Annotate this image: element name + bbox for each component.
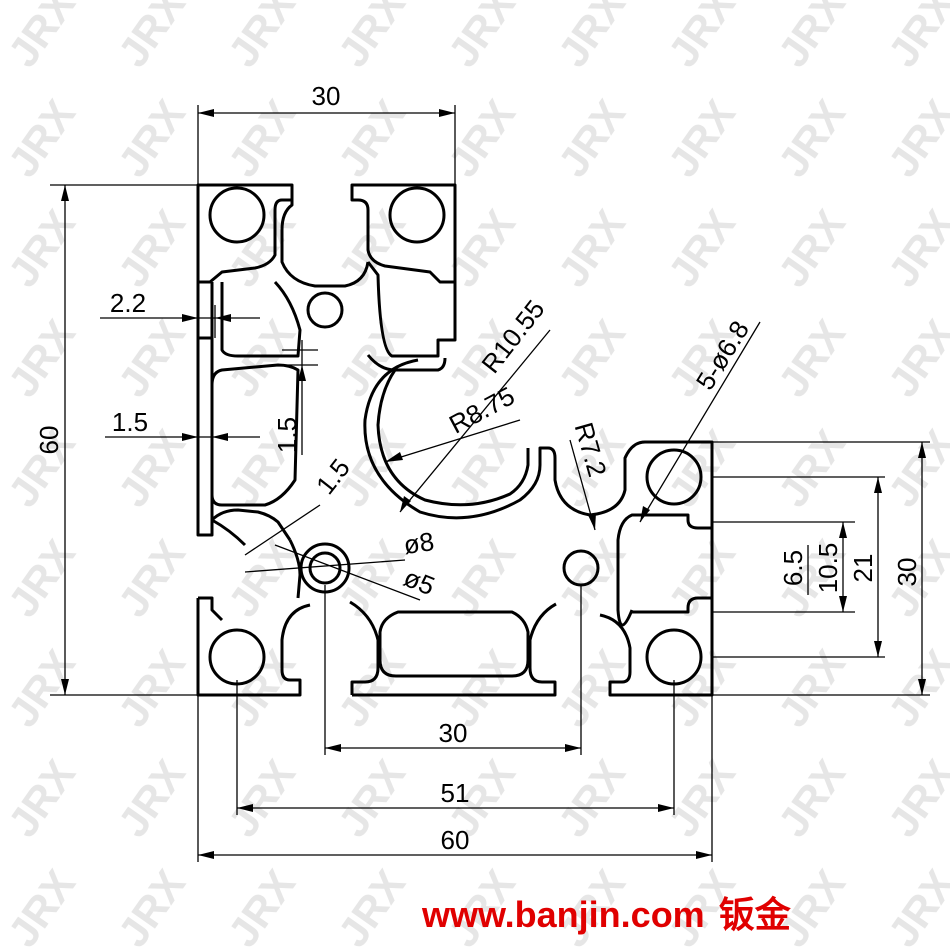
arrowheads (61, 109, 926, 859)
upper-arm-inner (366, 354, 447, 372)
left-slot-lip (198, 282, 214, 340)
left-cavity (210, 363, 300, 507)
dim-bottom-30: 30 (439, 718, 468, 748)
bottom-edge (196, 598, 311, 697)
right-slot (616, 513, 712, 627)
dim-dia8: ø8 (402, 526, 436, 560)
dim-h6-5: 6.5 (778, 550, 808, 586)
top-cell-left (196, 183, 294, 284)
site-footer: www.banjin.com 钣金 (422, 886, 791, 938)
dimension-lines (50, 105, 930, 862)
dim-h10-5: 10.5 (813, 543, 843, 594)
bottom-channel-floor (378, 610, 530, 678)
bottom-channel (349, 600, 380, 695)
dim-h21: 21 (848, 554, 878, 583)
hole-center-top (306, 291, 344, 329)
dim-holes: 5-ø6.8 (690, 315, 755, 395)
footer-cn: 钣金 (718, 894, 791, 935)
dim-r-outer: R10.55 (475, 294, 550, 379)
dim-top-width: 30 (312, 81, 341, 111)
center-arc-inner (376, 369, 530, 507)
hole-center-right (562, 549, 600, 587)
top-hub (280, 200, 370, 288)
right-cell-bottom (599, 598, 714, 697)
hole-dia8 (299, 542, 351, 594)
dim-total-height: 60 (34, 426, 64, 455)
bottom-left-slot (198, 596, 224, 622)
footer-url: www.banjin.com (422, 894, 705, 935)
dim-r-inner: R8.75 (444, 381, 519, 440)
dim-slot-offset: 2.2 (110, 288, 146, 318)
right-slot-lower (632, 528, 714, 614)
right-cell-top (553, 440, 714, 528)
dim-bottom-60: 60 (441, 825, 470, 855)
dim-wall-diag: 1.5 (310, 453, 356, 500)
hole-top-right (388, 186, 446, 244)
dim-h30: 30 (892, 558, 922, 587)
left-diag-web (211, 518, 302, 599)
upper-arm (366, 261, 457, 358)
hole-top-left (208, 186, 266, 244)
hole-right-bottom (645, 628, 703, 686)
left-upper-cavity (220, 280, 302, 358)
dim-wall-vertical: 1.5 (272, 417, 302, 453)
center-arc-outer (363, 358, 557, 520)
dimension-labels: 30 60 2.2 1.5 1.5 1.5 R10.55 R8.75 R7.2 … (34, 81, 922, 855)
hole-right-top (645, 448, 703, 506)
top-cell-right (350, 183, 457, 284)
dim-wall: 1.5 (112, 407, 148, 437)
dim-bottom-51: 51 (441, 778, 470, 808)
bottom-channel-inner (352, 602, 557, 697)
hole-bottom-left (208, 628, 266, 686)
profile-outline (196, 183, 714, 697)
dim-r-small: R7.2 (569, 419, 613, 480)
hole-dia5 (308, 551, 342, 585)
dim-dia5: ø5 (400, 562, 439, 601)
